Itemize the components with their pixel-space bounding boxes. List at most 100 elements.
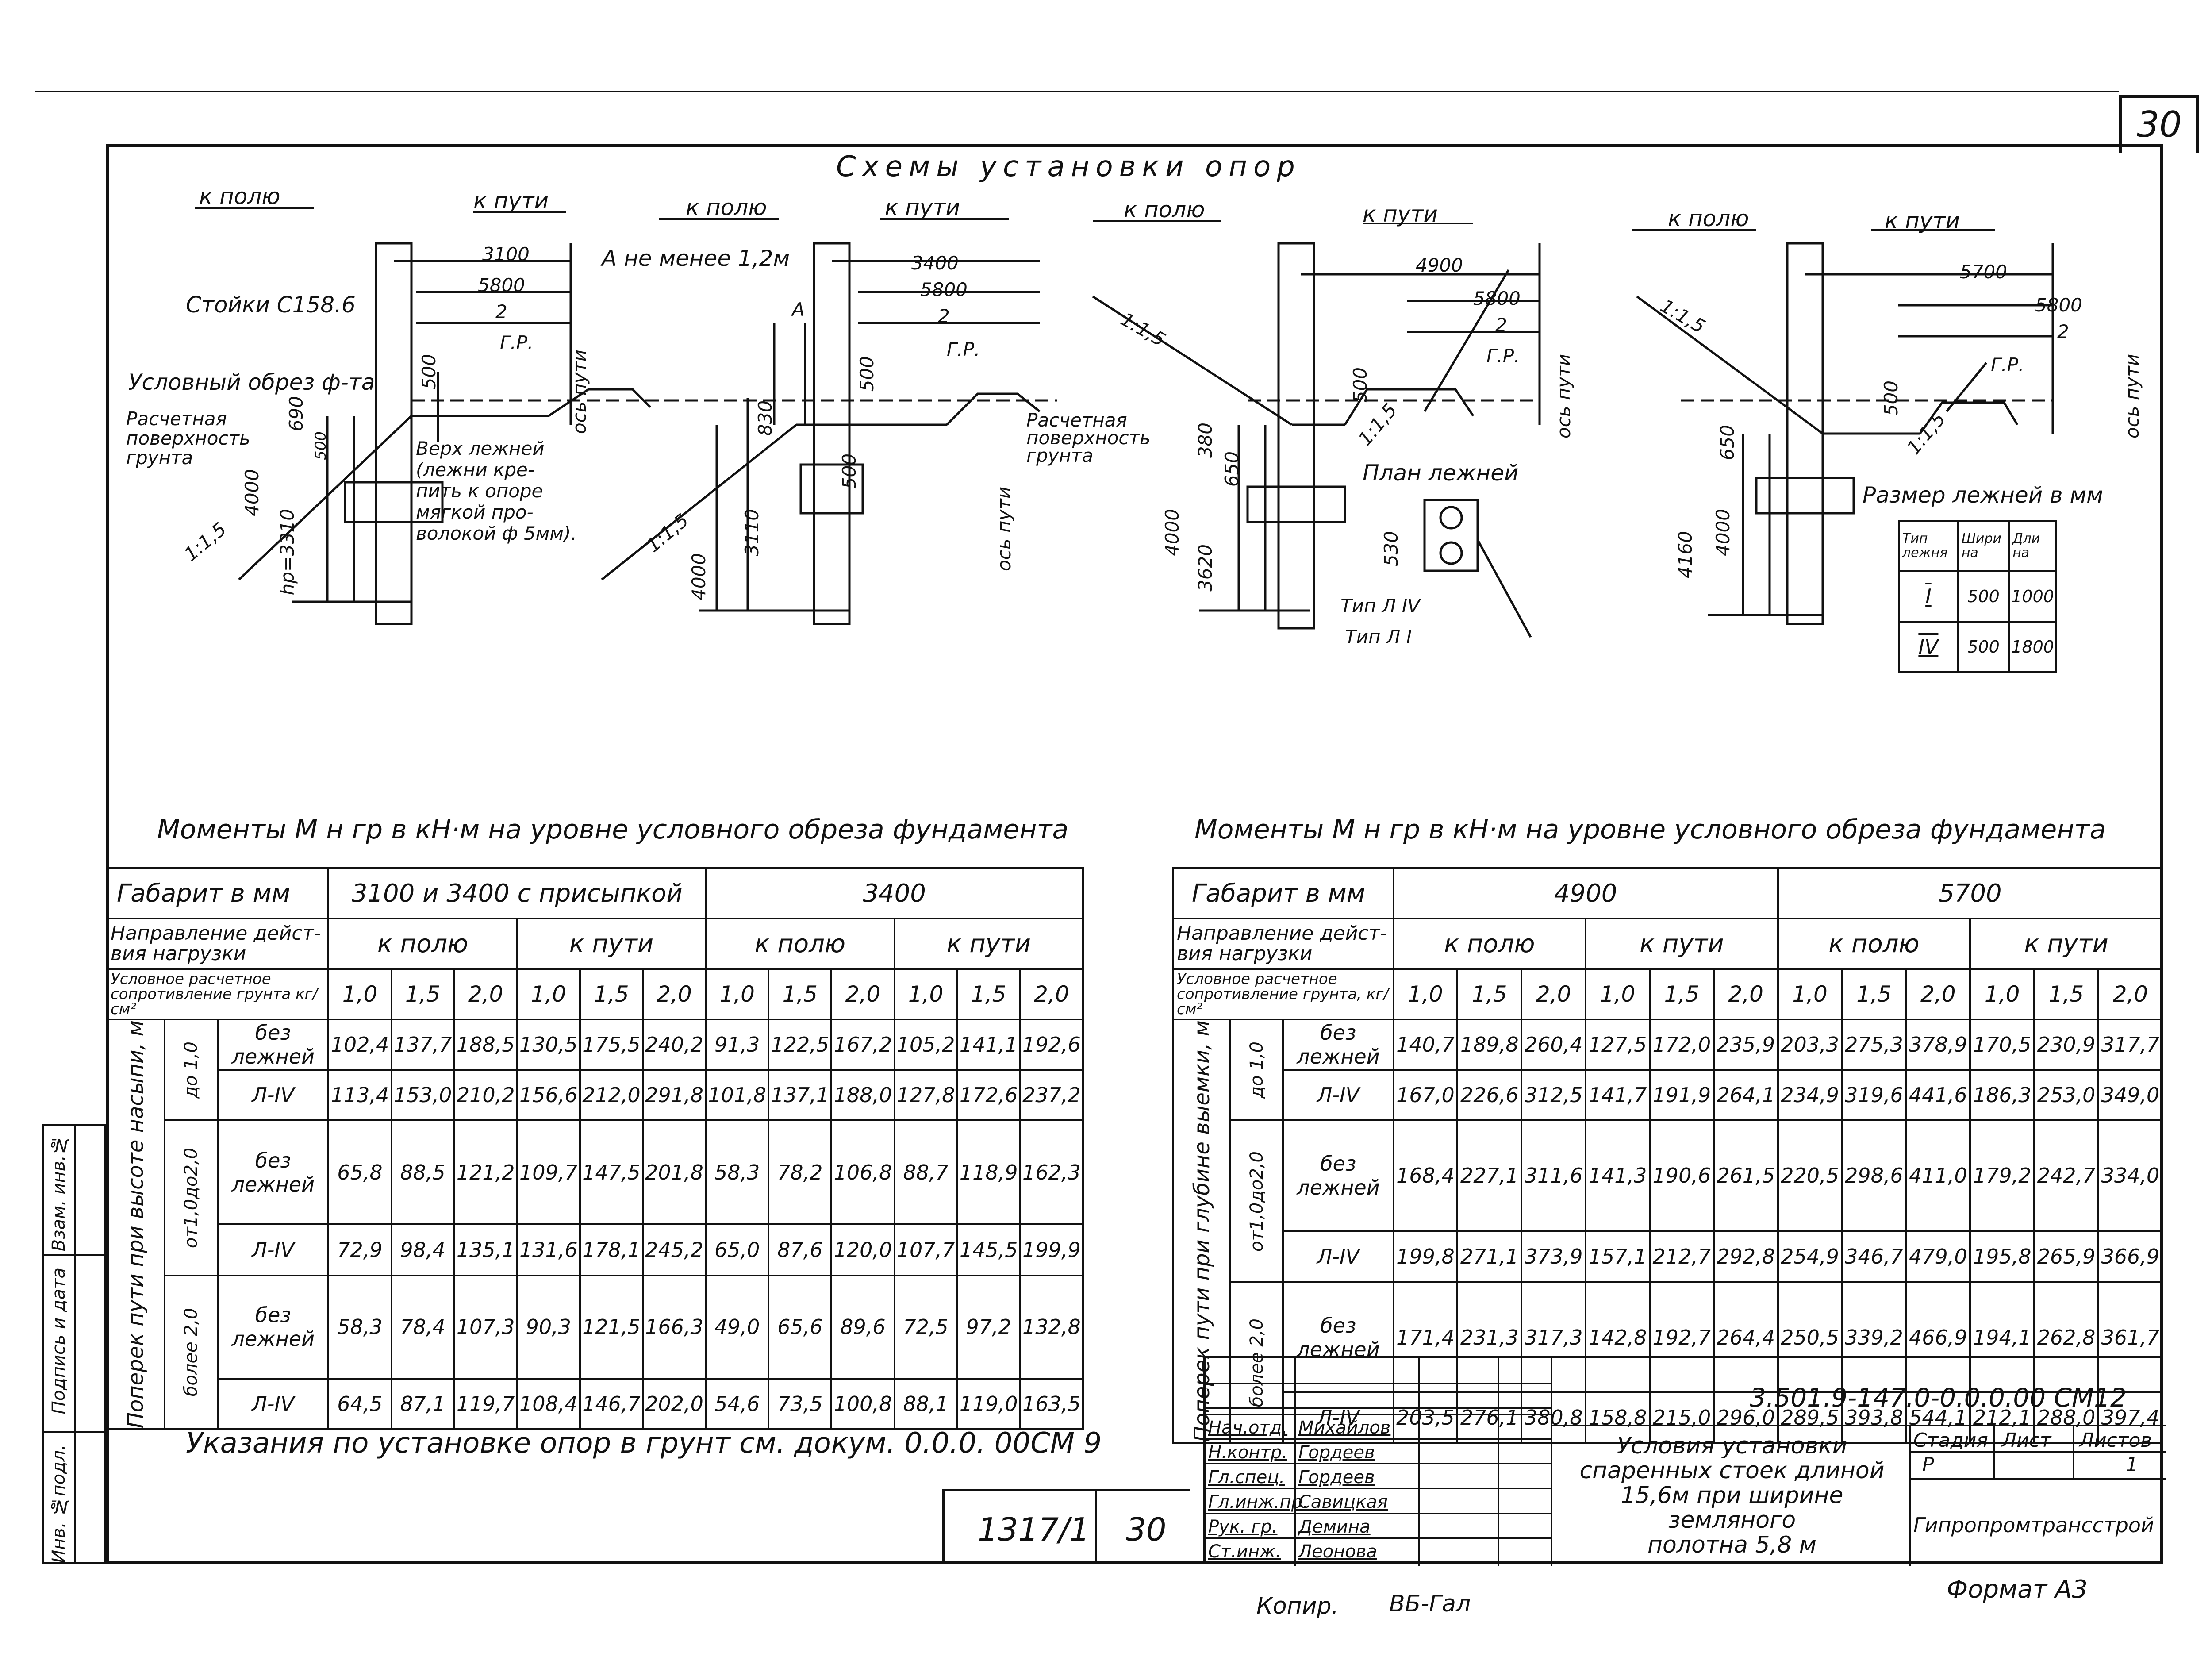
right_table-cell: 411,0 bbox=[1905, 1119, 1971, 1232]
left_table-cell: 72,9 bbox=[327, 1223, 392, 1276]
s2-A: А bbox=[792, 299, 805, 320]
left_table-cell: 88,7 bbox=[893, 1119, 958, 1226]
staff-row: Гл.спец.Гордеев bbox=[1206, 1463, 1551, 1489]
s2-to-field: к полю bbox=[686, 195, 767, 220]
left_table-resistance-2: 1,5 bbox=[390, 968, 455, 1020]
right_table-resistance-10: 1,0 bbox=[1969, 968, 2035, 1020]
left_table-cell: 237,2 bbox=[1019, 1069, 1084, 1121]
left_table-resistance-7: 1,0 bbox=[705, 968, 770, 1020]
s3-d530: 530 bbox=[1380, 531, 1402, 567]
s3-gr: Г.Р. bbox=[1486, 345, 1520, 367]
right_table-cell: 260,4 bbox=[1521, 1019, 1587, 1071]
left_table-cell: 107,7 bbox=[893, 1223, 958, 1276]
right_table-cell: 264,1 bbox=[1713, 1069, 1779, 1121]
right_table-cell: 265,9 bbox=[2033, 1230, 2099, 1284]
s1-gr: Г.Р. bbox=[500, 332, 534, 354]
right-direction-label: Направление дейст- вия нагрузки bbox=[1172, 918, 1394, 970]
posts-label: Стойки С158.6 bbox=[186, 292, 356, 318]
left_table-height-group-2: от1,0до2,0 bbox=[164, 1119, 219, 1276]
left_table-resistance-4: 1,0 bbox=[516, 968, 581, 1020]
left_table-row-axis-label: Поперек пути при высоте насыпи, м bbox=[106, 1018, 166, 1430]
right-dir-2: к пути bbox=[1585, 918, 1779, 970]
right_table-cell: 264,4 bbox=[1713, 1281, 1779, 1394]
left_table-cell: 88,1 bbox=[893, 1378, 958, 1430]
left_table-cell: 97,2 bbox=[956, 1274, 1021, 1380]
right_table-cell: 199,8 bbox=[1392, 1230, 1459, 1284]
left_table-cell: 91,3 bbox=[705, 1019, 770, 1071]
right_table-cell: 339,2 bbox=[1841, 1281, 1907, 1394]
right_table-resistance-12: 2,0 bbox=[2097, 968, 2164, 1020]
sheet-number-box bbox=[2119, 95, 2199, 153]
right_table-cell: 292,8 bbox=[1713, 1230, 1779, 1284]
staff-role: Ст.инж. bbox=[1208, 1541, 1281, 1562]
s2-dim-top: 3400 bbox=[911, 252, 959, 274]
sheets-header: Листов bbox=[2079, 1429, 2152, 1452]
org-name: Гипропромтрансстрой bbox=[1913, 1513, 2154, 1537]
scheme-1 bbox=[238, 242, 681, 625]
left_table-cell: 199,9 bbox=[1019, 1223, 1084, 1276]
right_table-resistance-6: 2,0 bbox=[1713, 968, 1779, 1020]
left_table-cell: 163,5 bbox=[1019, 1378, 1084, 1430]
right_table-cell: 142,8 bbox=[1585, 1281, 1651, 1394]
right_table-cell: 203,3 bbox=[1777, 1019, 1843, 1071]
stage-value: Р bbox=[1922, 1453, 1934, 1476]
right_table-cell: 271,1 bbox=[1456, 1230, 1523, 1284]
right-gabarit-group-1: 4900 bbox=[1392, 867, 1779, 919]
s3-half-den: 2 bbox=[1495, 314, 1507, 336]
left_table-cell: 137,7 bbox=[390, 1019, 455, 1071]
staff-role: Гл.инж.пр. bbox=[1208, 1492, 1308, 1512]
left_table-cell: 153,0 bbox=[390, 1069, 455, 1121]
right_table-cell: 298,6 bbox=[1841, 1119, 1907, 1232]
right_table-cell: 276,1 bbox=[1456, 1391, 1523, 1444]
left_table-cell: 108,4 bbox=[516, 1378, 581, 1430]
right_table-cell: 253,0 bbox=[2033, 1069, 2099, 1121]
left_table-cell: 156,6 bbox=[516, 1069, 581, 1121]
left_table-cell: 119,0 bbox=[956, 1378, 1021, 1430]
schemes-drawing bbox=[195, 207, 2054, 638]
s3-plan: План лежней bbox=[1363, 460, 1519, 486]
staff-name: Гордеев bbox=[1298, 1442, 1375, 1463]
left_table-cell: 137,1 bbox=[768, 1069, 833, 1121]
right_table-cell: 254,9 bbox=[1777, 1230, 1843, 1284]
copy-label: Копир. bbox=[1256, 1593, 1339, 1619]
staff-name: Савицкая bbox=[1298, 1492, 1388, 1512]
left_table-cell: 146,7 bbox=[579, 1378, 644, 1430]
s4-axis: ось пути bbox=[2121, 354, 2143, 438]
sheet-header: Лист bbox=[2002, 1429, 2051, 1452]
left_table-cell: 78,2 bbox=[768, 1119, 833, 1226]
size-r2-width: 500 bbox=[1957, 621, 2010, 673]
right_table-sleeper-type: без лежней bbox=[1282, 1019, 1394, 1071]
staff-role: Рук. гр. bbox=[1208, 1517, 1278, 1537]
right-dir-3: к полю bbox=[1777, 918, 1971, 970]
left_table-cell: 122,5 bbox=[768, 1019, 833, 1071]
s2-half-width: 5800 bbox=[920, 279, 968, 300]
right_table-cell: 234,9 bbox=[1777, 1069, 1843, 1121]
left-gabarit-group-1: 3100 и 3400 с присыпкой bbox=[327, 867, 707, 919]
right-dir-1: к полю bbox=[1392, 918, 1587, 970]
right_table-cell: 262,8 bbox=[2033, 1281, 2099, 1394]
s1-to-track: к пути bbox=[473, 188, 549, 214]
left_table-cell: 101,8 bbox=[705, 1069, 770, 1121]
staff-row: Рук. гр.Демина bbox=[1206, 1513, 1551, 1539]
right_table-cell: 226,6 bbox=[1456, 1069, 1523, 1121]
s3-d500: 500 bbox=[1349, 367, 1371, 403]
right_table-cell: 250,5 bbox=[1777, 1281, 1843, 1394]
staff-row: Ст.инж.Леонова bbox=[1206, 1537, 1551, 1564]
right_table-cell: 441,6 bbox=[1905, 1069, 1971, 1121]
left-table-title: Моменты М н гр в кН·м на уровне условног… bbox=[157, 814, 1069, 845]
right_table-cell: 190,6 bbox=[1648, 1119, 1715, 1232]
left_table-sleeper-type: Л-IV bbox=[217, 1223, 330, 1276]
s2-d830: 830 bbox=[754, 400, 776, 436]
size-r1-width: 500 bbox=[1957, 570, 2010, 623]
left_table-cell: 131,6 bbox=[516, 1223, 581, 1276]
s2-d4000: 4000 bbox=[688, 553, 710, 600]
left_table-cell: 188,0 bbox=[830, 1069, 895, 1121]
right_table-resistance-11: 1,5 bbox=[2033, 968, 2099, 1020]
left_table-cell: 65,8 bbox=[327, 1119, 392, 1226]
